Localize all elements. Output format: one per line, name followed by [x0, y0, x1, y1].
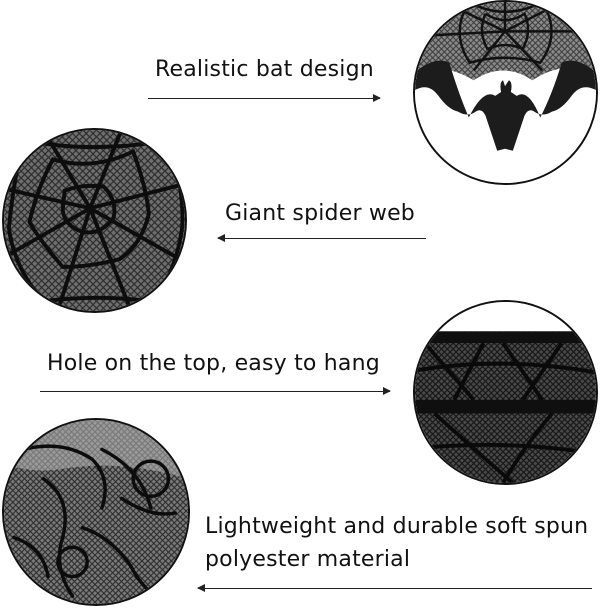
caption-bat-design: Realistic bat design: [155, 57, 374, 82]
arrow-left-spider-web: [217, 234, 426, 242]
caption-material-line2: polyester material: [205, 547, 411, 572]
polyester-lace-illustration: [4, 420, 188, 604]
spider-web-closeup-image: [2, 128, 187, 313]
arrow-left-material: [197, 584, 592, 592]
hanging-hole-lace-illustration: [415, 302, 596, 483]
bat-closeup-image: [413, 0, 598, 185]
caption-hanging-hole: Hole on the top, easy to hang: [47, 351, 380, 376]
caption-material-line1: Lightweight and durable soft spun: [205, 514, 589, 539]
polyester-closeup-image: [2, 418, 190, 606]
arrow-right-hanging-hole: [40, 387, 391, 395]
hanging-hole-closeup-image: [413, 300, 598, 485]
arrow-right-bat: [148, 94, 381, 102]
bat-lace-illustration: [415, 2, 596, 183]
caption-spider-web: Giant spider web: [225, 201, 415, 226]
spider-web-lace-illustration: [4, 130, 185, 311]
